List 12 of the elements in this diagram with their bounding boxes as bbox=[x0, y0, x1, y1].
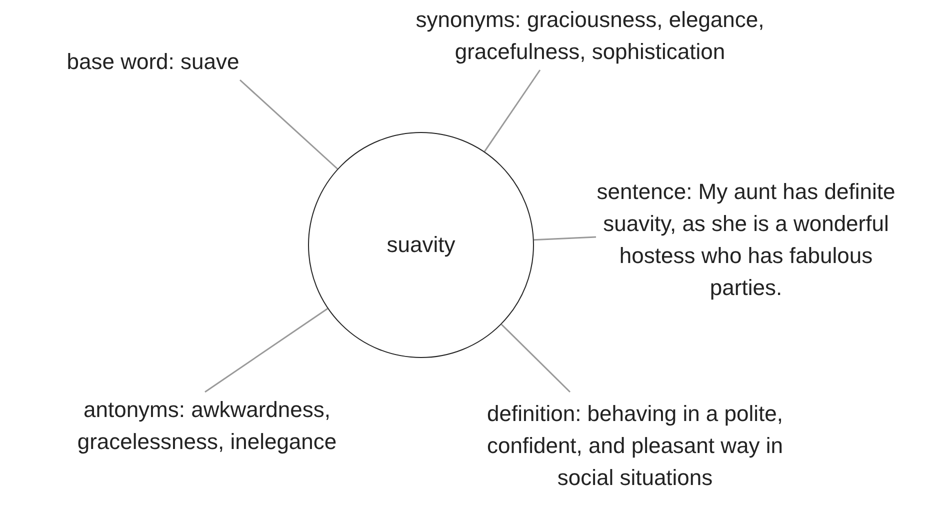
node-label: synonyms: graciousness, elegance, gracefulness, sophistication bbox=[414, 6, 766, 66]
connector-line bbox=[240, 79, 338, 170]
node-label: definition: behaving in a polite, confident, and pleasant way in social situations bbox=[486, 400, 784, 492]
node-label: antonyms: awkwardness, gracelessness, inelegance bbox=[76, 396, 338, 456]
connector-line bbox=[500, 324, 571, 393]
connector-line bbox=[534, 236, 596, 241]
connector-line bbox=[204, 308, 328, 393]
node-label: sentence: My aunt has definite suavity, as she is a wonderful hostess who has fabulous parties. bbox=[596, 178, 896, 302]
node-label: suavity bbox=[386, 231, 456, 259]
connector-line bbox=[484, 70, 541, 152]
concept-circle bbox=[308, 132, 534, 358]
node-label: base word: suave bbox=[66, 48, 240, 76]
